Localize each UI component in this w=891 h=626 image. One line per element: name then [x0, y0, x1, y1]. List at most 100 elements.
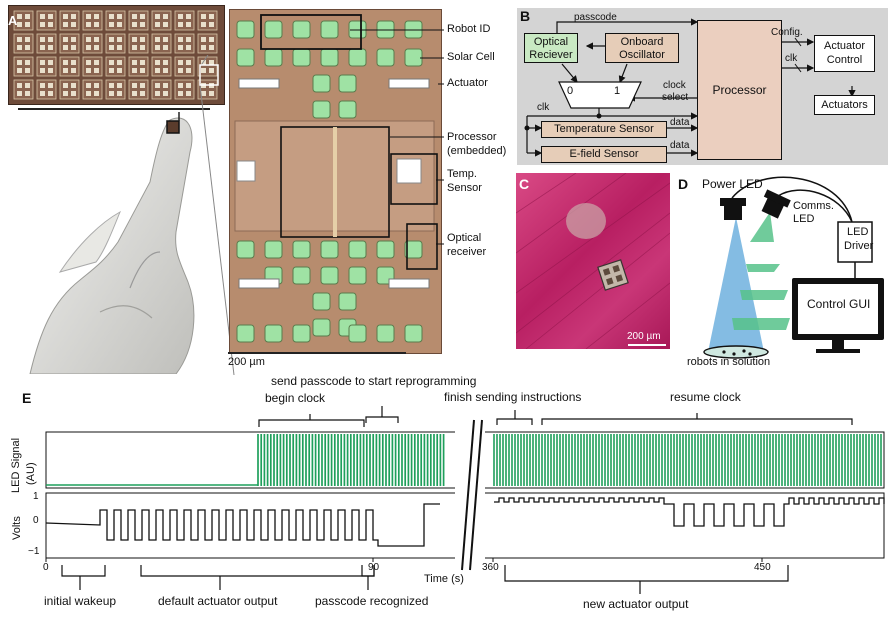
chip-array-scalebar	[18, 108, 210, 110]
clock-select-label-2: select	[662, 92, 689, 103]
wafer-chip	[82, 56, 103, 77]
annotation-resume-clock: resume clock	[670, 390, 741, 404]
comms-led-icon	[761, 189, 791, 219]
solar-cell-pad	[338, 100, 357, 119]
solar-cell-pad	[264, 20, 283, 39]
wafer-chip	[59, 56, 80, 77]
efield-sensor-label: E-field Sensor	[569, 148, 639, 160]
clk-label-right: clk	[785, 53, 798, 64]
y-tick-0: 0	[33, 515, 39, 526]
volts-trace-post	[494, 497, 885, 527]
annotation-default-output: default actuator output	[158, 594, 278, 608]
solar-cell-pad	[292, 240, 311, 259]
x-tick-90: 90	[368, 562, 380, 573]
comms-led-label-2: LED	[793, 213, 815, 225]
wafer-chip	[197, 10, 218, 31]
wafer-chip	[82, 79, 103, 100]
control-gui-label: Control GUI	[807, 297, 871, 311]
wafer-chip	[82, 10, 103, 31]
clock-mux	[558, 81, 642, 109]
label-solar-cell: Solar Cell	[447, 51, 495, 63]
solar-cell-pad	[348, 324, 367, 343]
label-temp: Temp.	[447, 168, 477, 180]
solar-cell-pad	[320, 48, 339, 67]
wafer-chip	[59, 79, 80, 100]
label-optical-sub: receiver	[447, 246, 487, 258]
top-brackets	[258, 406, 853, 427]
wafer-chip	[151, 10, 172, 31]
solar-cell-pad	[348, 240, 367, 259]
label-processor: Processor	[447, 131, 497, 143]
actuator-bar	[388, 278, 430, 289]
panel-letter-a: A	[8, 13, 18, 28]
wafer-chip	[59, 33, 80, 54]
actuators-block: Actuators	[814, 95, 875, 115]
petri-dish	[703, 345, 769, 359]
tissue-texture	[516, 173, 670, 349]
solar-cell-pad	[292, 324, 311, 343]
solar-cell-pad	[264, 324, 283, 343]
solar-cell-pad	[312, 318, 331, 337]
tissue-scale-label: 200 µm	[627, 331, 661, 342]
solar-cell-pad	[292, 266, 311, 285]
solar-cell-pad	[320, 20, 339, 39]
label-robot-id: Robot ID	[447, 23, 491, 35]
solar-cell-pad	[404, 324, 423, 343]
wafer-chip	[13, 33, 34, 54]
annotation-send-passcode: send passcode to start reprogramming	[271, 374, 477, 388]
chip-layout	[234, 14, 438, 343]
wafer-chip	[174, 79, 195, 100]
wafer-chip	[36, 56, 57, 77]
wafer-chip	[36, 10, 57, 31]
wafer-chip	[174, 56, 195, 77]
solar-cell-pad	[376, 48, 395, 67]
data-label-temp: data	[670, 117, 690, 128]
axis-break-left	[461, 419, 475, 571]
actuator-bar	[238, 78, 280, 89]
actuator-control-label-2: Control	[826, 54, 863, 66]
x-axis-label: Time (s)	[424, 573, 464, 585]
oscillator-label-2: Oscillator	[619, 49, 665, 61]
tissue-photo	[516, 173, 670, 349]
chip-scale-label: 200 µm	[228, 356, 265, 368]
wafer-chip	[13, 79, 34, 100]
actuator-control-block: Actuator Control	[814, 35, 875, 72]
actuators-label: Actuators	[821, 99, 868, 111]
panel-letter-b: B	[520, 8, 531, 24]
solar-cell-pad	[236, 324, 255, 343]
solar-cell-pad	[320, 240, 339, 259]
chip-array-grid	[13, 10, 218, 100]
clock-select-label-1: clock	[663, 80, 686, 91]
solar-cell-pad	[376, 324, 395, 343]
passcode-label: passcode	[574, 12, 617, 23]
chip-on-finger	[166, 120, 180, 134]
y-tick-1: 1	[33, 491, 39, 502]
led-pulses-post	[493, 434, 882, 486]
bottom-brackets	[61, 565, 789, 594]
wafer-chip	[105, 56, 126, 77]
wafer-chip	[128, 56, 149, 77]
wafer-chip	[105, 33, 126, 54]
wafer-chip	[174, 33, 195, 54]
optical-receiver-highlight	[406, 223, 438, 270]
actuator-control-label-1: Actuator	[824, 40, 865, 52]
gloved-hand-photo	[29, 112, 195, 374]
solar-cell-pad	[312, 100, 331, 119]
solar-cell-pad	[312, 292, 331, 311]
block-diagram-wires	[524, 18, 856, 157]
led-pulses-pre	[257, 434, 445, 486]
wafer-chip	[13, 56, 34, 77]
solar-cell-pad	[348, 266, 367, 285]
robot-id-highlight	[260, 14, 362, 50]
panel-letter-c: C	[519, 176, 530, 192]
solar-cell-pad	[338, 292, 357, 311]
solar-cell-pad	[292, 20, 311, 39]
optical-receiver-block: Optical Reciever	[524, 33, 578, 63]
mux-input-0: 0	[567, 85, 574, 97]
robots-in-solution-label: robots in solution	[687, 356, 771, 368]
led-setup-illustration	[703, 176, 884, 359]
wafer-chip	[128, 10, 149, 31]
wafer-chip	[36, 79, 57, 100]
timing-plot	[45, 406, 885, 594]
wafer-chip	[151, 79, 172, 100]
